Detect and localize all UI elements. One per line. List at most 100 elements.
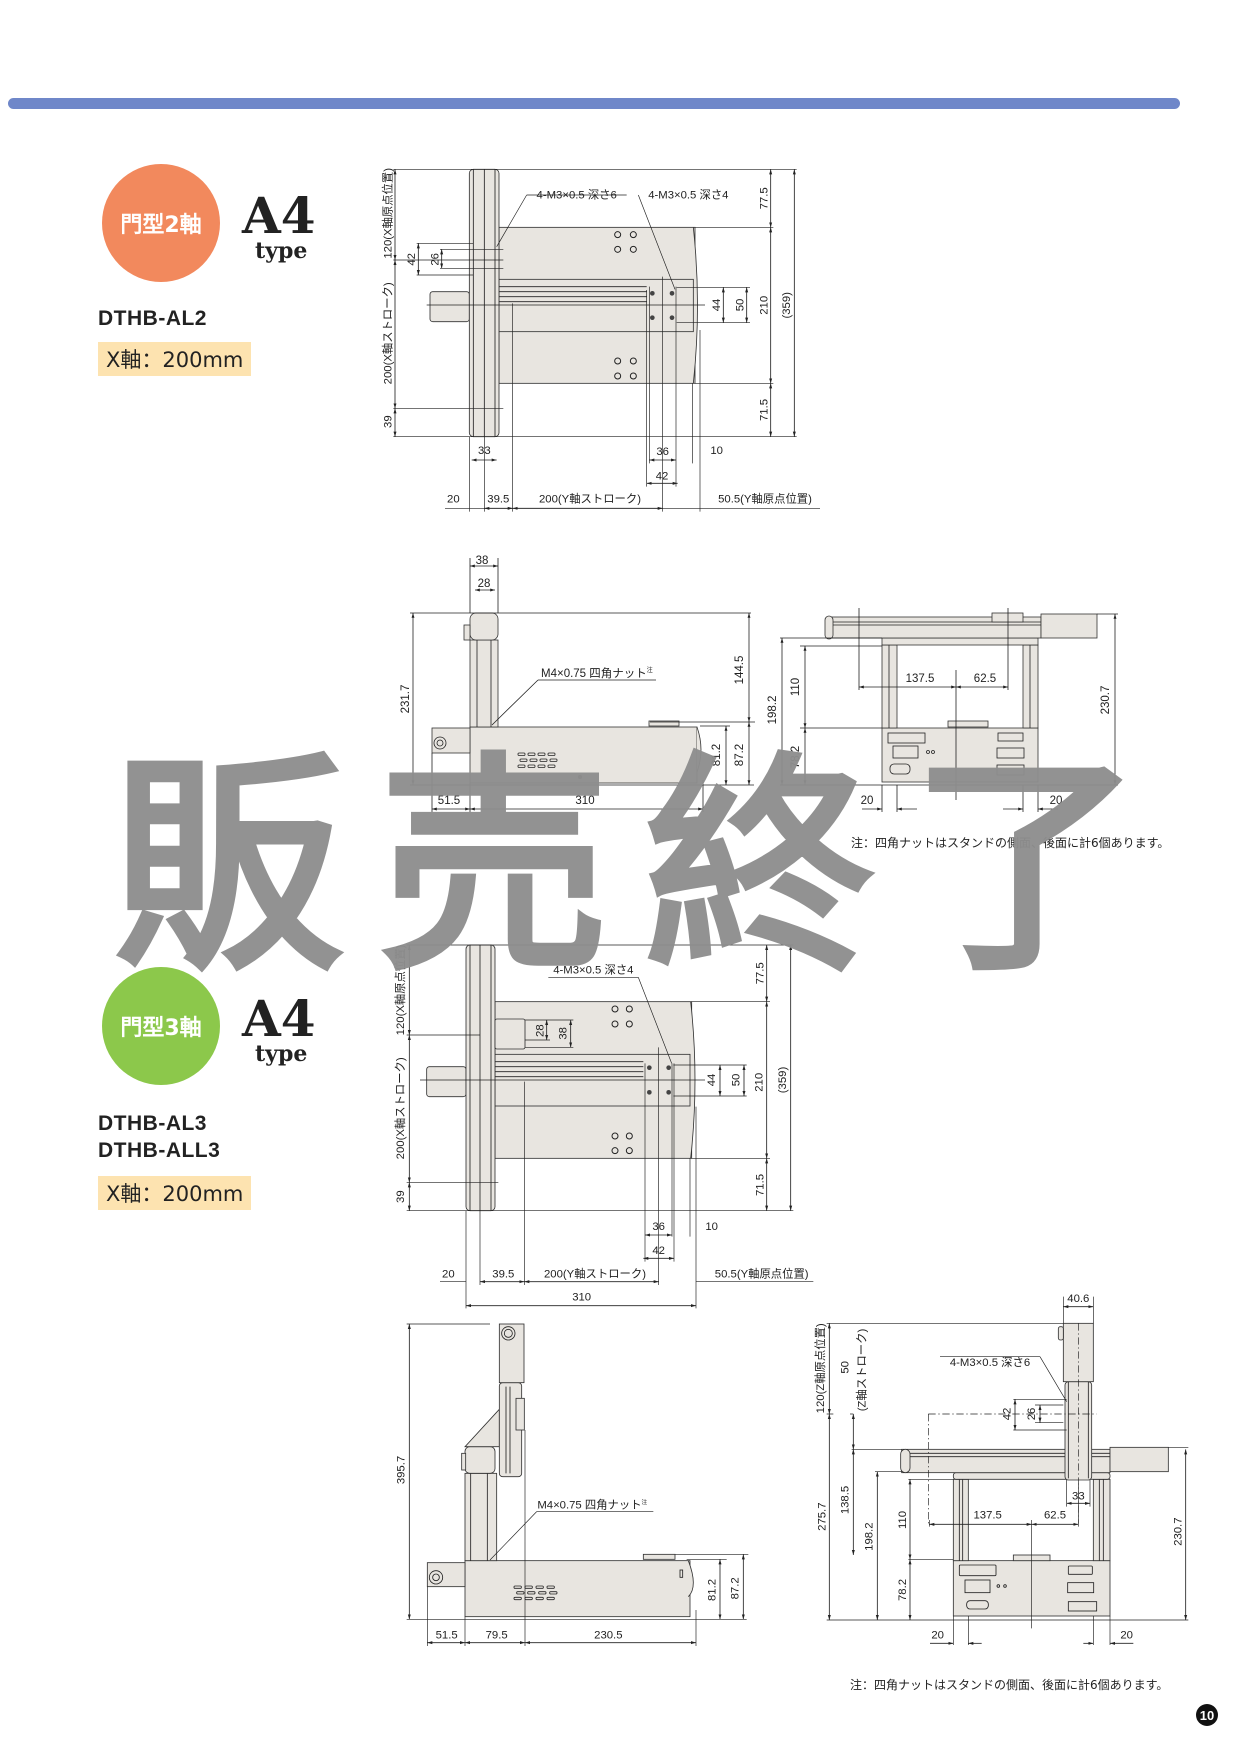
dim-label: (359) xyxy=(777,1067,789,1094)
dim-label: 81.2 xyxy=(711,744,723,766)
dim-label: 26 xyxy=(1026,1408,1038,1421)
dim-label: 310 xyxy=(575,795,594,807)
dim-label: 138.5 xyxy=(840,1486,852,1514)
dim-label: 79.5 xyxy=(486,1629,508,1641)
dim-label: 42 xyxy=(656,470,669,482)
drawing-front-view-3axis: 40.6 120(Z軸原点位置) 50 (Z軸ストローク) 4-M3×0.5 深… xyxy=(813,1293,1189,1645)
dim-label: 50 xyxy=(734,299,746,312)
badge-2axis: 門型2軸 xyxy=(102,164,220,282)
spec-label: X軸：200mm xyxy=(98,1176,252,1210)
badge-3axis: 門型3軸 xyxy=(102,967,220,1085)
dim-label: 310 xyxy=(572,1292,591,1304)
dim-label: 78.2 xyxy=(897,1579,909,1601)
dim-label: 77.5 xyxy=(758,187,770,209)
dim-label: 4-M3×0.5 深さ4 xyxy=(648,187,728,201)
dim-label: 50.5(Y軸原点位置) xyxy=(718,492,812,506)
dim-label: 42 xyxy=(406,253,418,266)
dim-label: 71.5 xyxy=(754,1174,766,1196)
dim-label: 28 xyxy=(534,1024,546,1037)
dim-label: 51.5 xyxy=(438,795,460,807)
dim-label: 120(Z軸原点位置) xyxy=(813,1323,827,1413)
dim-label: 137.5 xyxy=(973,1510,1001,1522)
dim-label: 200(X軸ストローク) xyxy=(393,1057,407,1159)
dim-label: 4-M3×0.5 深さ6 xyxy=(537,187,617,201)
dim-label: 110 xyxy=(790,678,802,696)
dim-label: 50.5(Y軸原点位置) xyxy=(715,1266,809,1280)
dim-label: 87.2 xyxy=(730,1577,742,1599)
dim-label: 20 xyxy=(447,494,460,506)
dim-label: 50 xyxy=(730,1074,742,1087)
type-title: A4 xyxy=(242,989,316,1048)
page-number: 10 xyxy=(1196,1704,1218,1726)
drawing-side-front-2axis: 38 28 231.7 144.5 M4×0.75 四角ナット注 81.2 87… xyxy=(400,555,1118,812)
dim-label: 20 xyxy=(442,1268,455,1280)
dim-label: 120(X軸原点位置) xyxy=(381,168,395,259)
dim-label: 4-M3×0.5 深さ6 xyxy=(950,1355,1030,1369)
model-name: DTHB-AL2 xyxy=(98,307,207,330)
dim-label: 78.2 xyxy=(790,746,802,768)
dim-label: 200(X軸ストローク) xyxy=(381,282,395,384)
dim-label: 20 xyxy=(1050,795,1063,807)
dim-label: 36 xyxy=(652,1221,665,1233)
drawing-side-view-3axis: 395.7 M4×0.75 四角ナット注 81.2 87.2 51.5 79.5… xyxy=(396,1323,749,1646)
dim-label: 38 xyxy=(476,555,489,567)
dim-label: 81.2 xyxy=(706,1579,718,1601)
discontinued-watermark: 販売終了 xyxy=(112,733,1177,1003)
dim-label: 20 xyxy=(931,1630,944,1642)
dim-label: 44 xyxy=(706,1074,718,1087)
dim-label: 44 xyxy=(711,299,723,312)
type-subtitle: type xyxy=(255,238,308,264)
drawing-top-view-2axis: 4-M3×0.5 深さ6 4-M3×0.5 深さ4 120(X軸原点位置) 20… xyxy=(381,168,820,512)
dim-label: 39 xyxy=(395,1190,407,1203)
dim-label: 36 xyxy=(656,446,669,458)
dim-label: 77.5 xyxy=(754,962,766,984)
dim-label: 10 xyxy=(705,1221,718,1233)
dim-label: (Z軸ストローク) xyxy=(854,1329,868,1412)
nut-callout: M4×0.75 四角ナット注 xyxy=(537,1498,647,1512)
dim-label: 230.7 xyxy=(1173,1517,1185,1545)
dim-label: 4-M3×0.5 深さ4 xyxy=(553,962,633,976)
nut-note: 注：四角ナットはスタンドの側面、後面に計6個あります。 xyxy=(850,1678,1169,1692)
dim-label: 200(Y軸ストローク) xyxy=(539,492,641,506)
dim-label: 39.5 xyxy=(487,494,509,506)
dim-label: 50 xyxy=(840,1361,852,1374)
dim-label: 137.5 xyxy=(906,673,935,685)
dim-label: 198.2 xyxy=(767,696,779,725)
dim-label: (359) xyxy=(781,292,793,319)
dim-label: 230.7 xyxy=(1100,686,1112,715)
header-bar xyxy=(8,98,1180,109)
dim-label: 39.5 xyxy=(492,1268,514,1280)
dim-label: 275.7 xyxy=(816,1502,828,1530)
spec-label: X軸：200mm xyxy=(98,342,252,376)
dim-label: 33 xyxy=(1072,1490,1085,1502)
dim-label: 51.5 xyxy=(436,1629,458,1641)
dim-label: 42 xyxy=(652,1245,665,1257)
dim-label: 42 xyxy=(1002,1408,1014,1421)
dim-label: 26 xyxy=(429,253,441,266)
dim-label: 20 xyxy=(1120,1630,1133,1642)
dim-label: 200(Y軸ストローク) xyxy=(544,1266,646,1280)
dim-label: 210 xyxy=(754,1073,766,1092)
dim-label: 395.7 xyxy=(396,1456,408,1484)
dim-label: 71.5 xyxy=(758,399,770,421)
dim-label: 120(X軸原点位置) xyxy=(393,944,407,1035)
dim-label: 231.7 xyxy=(400,685,412,714)
model-name: DTHB-ALL3 xyxy=(98,1139,221,1162)
dim-label: 10 xyxy=(710,445,723,457)
type-subtitle: type xyxy=(255,1041,308,1067)
dim-label: 62.5 xyxy=(1044,1510,1066,1522)
drawing-top-view-3axis: 4-M3×0.5 深さ4 120(X軸原点位置) 200(X軸ストローク) 39… xyxy=(393,944,814,1309)
dim-label: 20 xyxy=(861,795,874,807)
dim-label: 40.6 xyxy=(1067,1293,1089,1305)
dim-label: 210 xyxy=(758,296,770,315)
dim-label: 38 xyxy=(558,1027,570,1040)
dim-label: 62.5 xyxy=(974,673,996,685)
dim-label: 28 xyxy=(478,578,491,590)
dim-label: 87.2 xyxy=(734,744,746,766)
nut-callout: M4×0.75 四角ナット注 xyxy=(541,666,653,680)
model-name: DTHB-AL3 xyxy=(98,1112,207,1135)
dim-label: 198.2 xyxy=(864,1522,876,1550)
dim-label: 39 xyxy=(383,415,395,428)
dim-label: 144.5 xyxy=(734,656,746,685)
nut-note: 注：四角ナットはスタンドの側面、後面に計6個あります。 xyxy=(851,836,1170,850)
